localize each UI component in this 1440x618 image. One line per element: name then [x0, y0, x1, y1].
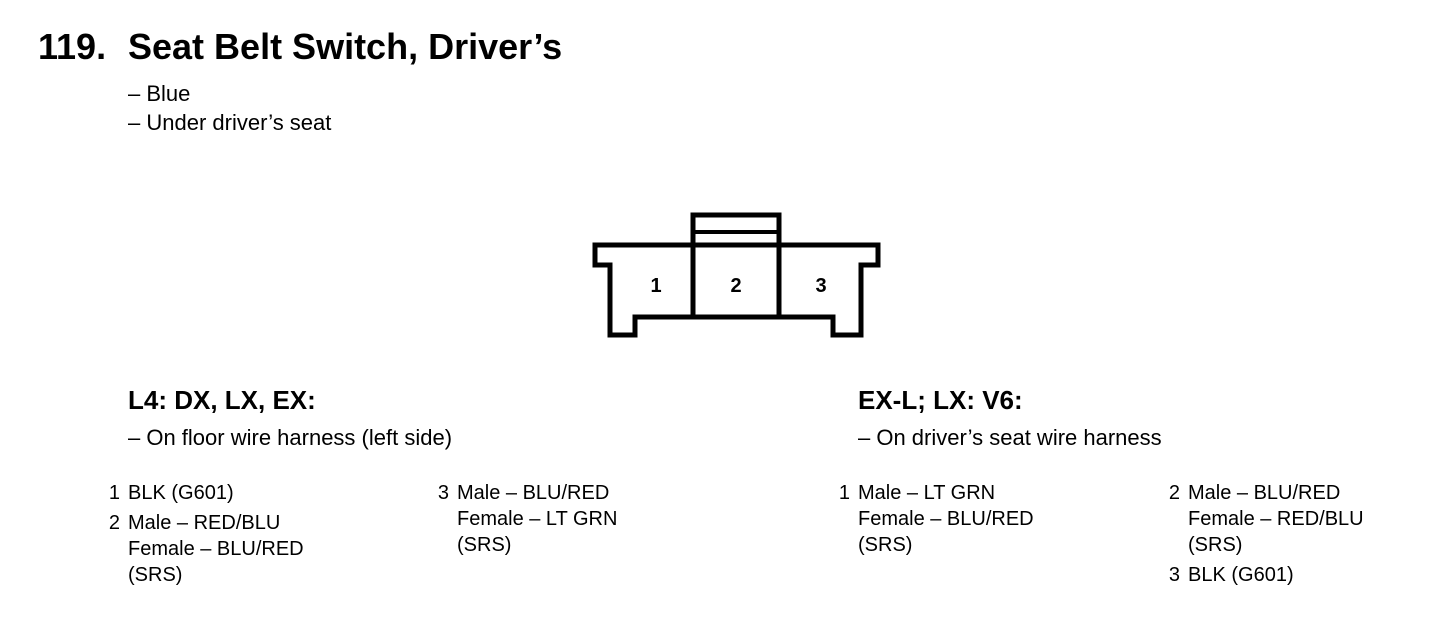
pin-line: (SRS): [858, 534, 913, 556]
pin-line: (SRS): [457, 534, 512, 556]
pin-line: Female – BLU/RED: [128, 538, 304, 560]
connector-lock-tab: [690, 212, 782, 320]
group-note-l4: – On floor wire harness (left side): [128, 425, 453, 450]
cavity-3-label: 3: [815, 275, 826, 297]
pin-line: Male – LT GRN: [858, 482, 996, 504]
pin-line: BLK (G601): [128, 482, 234, 504]
group-note-v6: – On driver’s seat wire harness: [858, 425, 1162, 450]
pin-number: 1: [108, 482, 120, 504]
pin-number: 2: [1168, 482, 1180, 504]
pin-line: Female – LT GRN: [457, 508, 618, 530]
cavity-2-label: 2: [730, 275, 741, 297]
pin-line: BLK (G601): [1188, 564, 1294, 586]
group-title-v6: EX-L; LX: V6:: [858, 385, 1023, 415]
cavity-1-label: 1: [650, 275, 661, 297]
location-note: – Under driver’s seat: [128, 110, 332, 135]
pin-line: (SRS): [128, 564, 183, 586]
pin-line: Male – BLU/RED: [457, 482, 610, 504]
pin-line: (SRS): [1188, 534, 1243, 556]
connector-body: [592, 242, 881, 338]
pin-line: Female – BLU/RED: [858, 508, 1034, 530]
pin-number: 2: [108, 512, 120, 534]
pin-line: Female – RED/BLU: [1188, 508, 1364, 530]
pin-number: 1: [838, 482, 850, 504]
color-note: – Blue: [128, 81, 191, 106]
item-number: 119.: [38, 26, 107, 67]
page-title: Seat Belt Switch, Driver’s: [128, 26, 563, 67]
pin-number: 3: [1168, 564, 1180, 586]
connector-diagram: 1 2 3: [592, 212, 881, 338]
pin-number: 3: [437, 482, 449, 504]
pin-line: Male – RED/BLU: [128, 512, 281, 534]
pin-line: Male – BLU/RED: [1188, 482, 1341, 504]
group-title-l4: L4: DX, LX, EX:: [128, 385, 316, 415]
